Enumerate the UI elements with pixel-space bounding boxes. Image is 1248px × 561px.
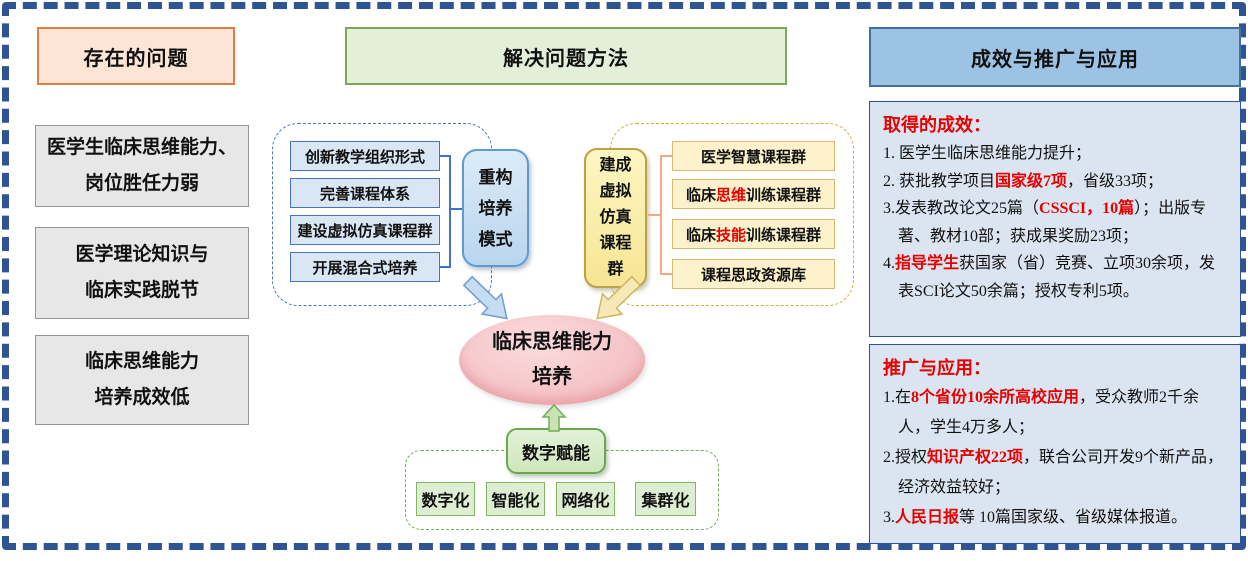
promotion-panel: 推广与应用： 1.在8个省份10余所高校应用，受众教师2千余人，学生4万多人； … [869,344,1241,544]
achievement-item: 3.发表教改论文25篇（CSSCI，10篇）；出版专著、教材10部；获成果奖励2… [883,200,1207,245]
digital-item-intelligence: 智能化 [486,482,545,516]
problem-box-clinical-thinking: 医学生临床思维能力、岗位胜任力弱 [35,125,249,207]
goal-ellipse-clinical-thinking: 临床思维能力培养 [459,315,645,405]
digital-enablement-box: 数字赋能 [506,428,606,474]
promotion-item: 2.授权知识产权22项，联合公司开发9个新产品，经济效益较好； [883,449,1224,496]
promotion-item: 3.人民日报等 10篇国家级、省级媒体报道。 [883,509,1188,526]
achievement-item: 4.指导学生获国家（省）竞赛、立项30余项，发表SCI论文50余篇；授权专利5项… [883,255,1216,300]
solution-box-virtual-simulation-courses: 建设虚拟仿真课程群 [290,215,440,245]
problems-header: 存在的问题 [37,27,235,85]
teaching-reform-diagram: 存在的问题 解决问题方法 成效与推广与应用 医学生临床思维能力、岗位胜任力弱 医… [2,2,1246,550]
promotion-title: 推广与应用： [883,358,991,378]
course-box-smart-medicine: 医学智慧课程群 [672,141,835,171]
course-group-box: 建成虚拟仿真课程群 [584,148,647,288]
course-box-clinical-skill-training: 临床技能训练课程群 [672,219,835,249]
problem-box-theory-practice-gap: 医学理论知识与临床实践脱节 [35,227,249,319]
course-box-clinical-thinking-training: 临床思维训练课程群 [672,179,835,209]
results-header: 成效与推广与应用 [869,27,1241,87]
course-box-ideology-resources: 课程思政资源库 [672,259,835,289]
digital-item-clustering: 集群化 [635,482,696,516]
solution-box-blended-training: 开展混合式培养 [290,252,440,282]
problem-box-low-training-effect: 临床思维能力培养成效低 [35,335,249,425]
promotion-item: 1.在8个省份10余所高校应用，受众教师2千余人，学生4万多人； [883,389,1200,436]
solutions-header: 解决问题方法 [345,27,787,85]
solution-box-teaching-organization: 创新教学组织形式 [290,141,440,171]
achievements-title: 取得的成效： [883,115,991,135]
achievement-item: 2. 获批教学项目国家级7项，省级33项； [883,172,1164,190]
digital-item-digitalization: 数字化 [416,482,475,516]
solution-box-curriculum-system: 完善课程体系 [290,178,440,208]
reconstruct-mode-box: 重构培养模式 [462,149,529,267]
achievement-item: 1. 医学生临床思维能力提升； [883,145,1092,162]
digital-item-networking: 网络化 [556,482,615,516]
achievements-panel: 取得的成效： 1. 医学生临床思维能力提升； 2. 获批教学项目国家级7项，省级… [869,101,1241,337]
